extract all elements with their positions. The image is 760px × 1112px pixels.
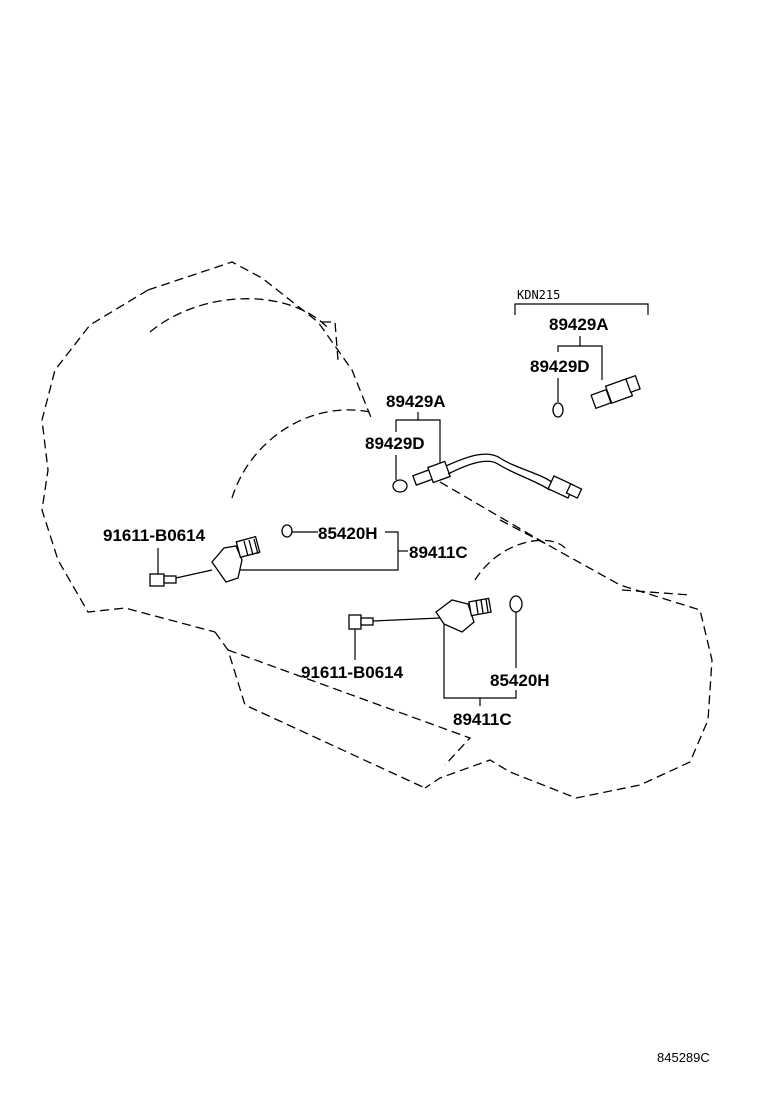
left-oring-icon [281,524,293,538]
upper-sensor-group: 89429A 89429D [530,315,641,418]
left-oring-part-number: 85420H [318,524,378,543]
figure-code: 845289C [657,1050,710,1065]
right-bolt-part-number: 91611-B0614 [301,663,404,682]
right-speed-sensor-group: 91611-B0614 85420H 89411C [301,595,550,729]
left-speed-sensor-icon [211,535,261,583]
right-speed-sensor-icon [435,597,492,633]
mid-oring-icon [392,479,408,493]
upper-temperature-sensor-icon [590,374,641,410]
right-oring-part-number: 85420H [490,671,550,690]
right-sensor-part-number: 89411C [453,710,512,729]
mid-sensor-group: 89429A 89429D [365,392,583,499]
left-sensor-part-number: 89411C [409,543,468,562]
left-bolt-part-number: 91611-B0614 [103,526,206,545]
kdn215-label: KDN215 [517,288,560,302]
left-speed-sensor-group: 91611-B0614 85420H 89411C [103,524,468,587]
right-bolt-icon [348,614,374,630]
upper-oring-icon [552,402,564,418]
mid-part-number-89429d: 89429D [365,434,425,453]
right-oring-icon [509,595,523,613]
upper-part-number-89429a: 89429A [549,315,609,334]
transmission-housing-outline [41,261,713,799]
mid-temperature-sensor-with-harness-icon [412,453,583,499]
kdn215-bracket: KDN215 [514,288,649,315]
upper-part-number-89429d: 89429D [530,357,590,376]
mid-part-number-89429a: 89429A [386,392,446,411]
left-bolt-icon [149,573,177,587]
